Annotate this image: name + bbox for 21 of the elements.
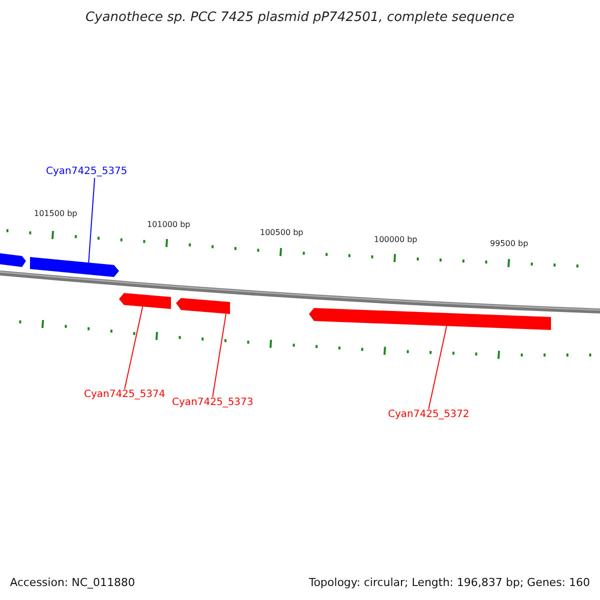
scale-label: 101500 bp	[34, 209, 78, 219]
gene-block	[30, 257, 119, 277]
scale-label: 100000 bp	[374, 235, 418, 245]
gene-label: Cyan7425_5372	[388, 409, 470, 421]
gene-label: Cyan7425_5375	[46, 166, 128, 178]
info-text: Topology: circular; Length: 196,837 bp; Genes: 160	[308, 576, 590, 589]
gene-label: Cyan7425_5373	[172, 397, 254, 409]
title: Cyanothece sp. PCC 7425 plasmid pP742501, complete sequence	[84, 10, 516, 25]
gene-block	[176, 298, 230, 314]
scale-label: 99500 bp	[490, 239, 528, 249]
leader-line	[428, 326, 448, 410]
gene-block	[309, 308, 551, 330]
info-text: Accession: NC_011880	[10, 576, 136, 589]
gene-block	[0, 253, 26, 267]
leader-line	[88, 178, 96, 264]
leader-line	[124, 306, 144, 390]
leader-line	[212, 313, 226, 398]
scale-label: 100500 bp	[260, 228, 304, 238]
gene-label: Cyan7425_5374	[84, 389, 166, 401]
scale-label: 101000 bp	[147, 220, 190, 230]
gene-block	[119, 293, 171, 309]
